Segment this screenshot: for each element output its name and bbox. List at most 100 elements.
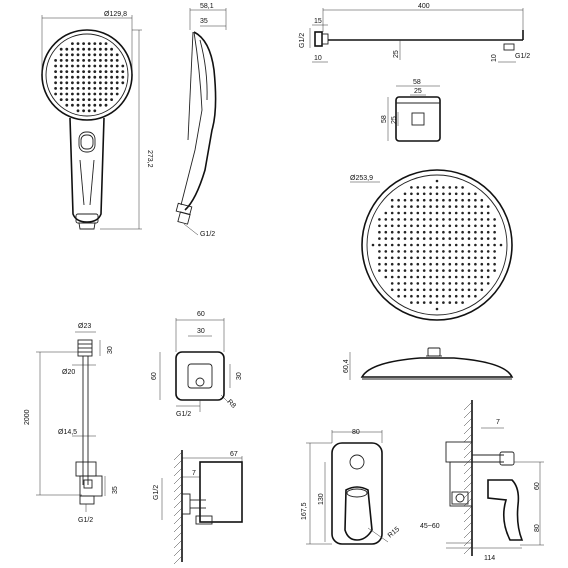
nozzle-hole bbox=[486, 256, 490, 260]
nozzle-hole bbox=[397, 218, 400, 221]
nozzle-hole bbox=[410, 205, 413, 208]
nozzle-hole bbox=[467, 256, 471, 260]
nozzle-hole bbox=[93, 75, 97, 79]
nozzle-hole bbox=[435, 186, 439, 189]
nozzle-hole bbox=[461, 205, 464, 208]
nozzle-hole bbox=[448, 192, 452, 196]
nozzle-hole bbox=[416, 301, 420, 304]
outlet-thread-label: G1/2 bbox=[176, 411, 191, 418]
nozzle-hole bbox=[429, 218, 432, 221]
hatch-line bbox=[173, 539, 183, 549]
nozzle-hole bbox=[474, 294, 477, 298]
nozzle-hole bbox=[403, 288, 407, 292]
nozzle-hole bbox=[384, 237, 388, 240]
nozzle-hole bbox=[461, 237, 464, 240]
nozzle-hole bbox=[435, 256, 439, 260]
nozzle-hole bbox=[384, 230, 388, 234]
nozzle-hole bbox=[499, 243, 503, 247]
nozzle-hole bbox=[454, 192, 458, 196]
nozzle-hole bbox=[403, 243, 407, 247]
nozzle-hole bbox=[461, 288, 464, 292]
nozzle-hole bbox=[429, 211, 432, 215]
nozzle-hole bbox=[429, 294, 432, 298]
nozzle-hole bbox=[480, 256, 484, 260]
wall-hatching bbox=[173, 451, 183, 565]
nozzle-hole bbox=[442, 250, 445, 253]
nozzle-hole bbox=[448, 230, 452, 234]
nozzle-hole bbox=[486, 269, 490, 272]
nozzle-hole bbox=[371, 243, 375, 247]
nozzle-hole bbox=[416, 205, 420, 208]
nozzle-hole bbox=[82, 103, 85, 107]
nozzle-hole bbox=[422, 301, 426, 304]
nozzle-hole bbox=[76, 64, 80, 68]
nozzle-hole bbox=[474, 218, 477, 221]
nozzle-hole bbox=[448, 237, 452, 240]
nozzle-hole bbox=[474, 250, 477, 253]
nozzle-hole bbox=[467, 198, 471, 202]
nozzle-hole bbox=[422, 186, 426, 189]
mixer-side-60-label: 60 bbox=[534, 482, 541, 490]
nozzle-hole bbox=[448, 218, 452, 221]
nozzle-hole bbox=[403, 211, 407, 215]
outlet-radius-label: R8 bbox=[226, 398, 237, 409]
nozzle-hole bbox=[435, 282, 439, 285]
nozzle-hole bbox=[390, 282, 394, 285]
nozzle-hole bbox=[104, 92, 108, 96]
nozzle-hole bbox=[474, 275, 477, 279]
nozzle-hole bbox=[99, 64, 102, 68]
nozzle-hole bbox=[429, 237, 432, 240]
nozzle-hole bbox=[121, 64, 125, 68]
nozzle-hole bbox=[65, 59, 69, 62]
nozzle-hole bbox=[474, 198, 477, 202]
nozzle-hole bbox=[93, 42, 97, 45]
nozzle-hole bbox=[410, 198, 413, 202]
hatch-line bbox=[173, 547, 183, 557]
nozzle-hole bbox=[467, 218, 471, 221]
nozzle-hole bbox=[384, 256, 388, 260]
nozzle-hole bbox=[435, 192, 439, 196]
wall-outlet-side-view: 67 7 G1/2 bbox=[153, 450, 243, 565]
nozzle-hole bbox=[54, 81, 57, 85]
nozzle-hole bbox=[486, 262, 490, 266]
nozzle-hole bbox=[429, 288, 432, 292]
nozzle-hole bbox=[454, 282, 458, 285]
nozzle-hole bbox=[410, 186, 413, 189]
nozzle-hole bbox=[403, 269, 407, 272]
nozzle-hole bbox=[461, 294, 464, 298]
hatch-line bbox=[173, 555, 183, 565]
nozzle-hole bbox=[65, 53, 69, 57]
nozzle-hole bbox=[429, 230, 432, 234]
hatch-line bbox=[173, 483, 183, 493]
nozzle-hole bbox=[71, 81, 74, 85]
nozzle-hole bbox=[76, 109, 80, 113]
nozzle-hole bbox=[397, 230, 400, 234]
nozzle-hole bbox=[422, 224, 426, 228]
nozzle-hole bbox=[390, 262, 394, 266]
nozzle-hole bbox=[82, 75, 85, 79]
nozzle-hole bbox=[429, 205, 432, 208]
nozzle-hole bbox=[474, 256, 477, 260]
nozzle-hole bbox=[54, 59, 57, 62]
nozzle-hole bbox=[422, 211, 426, 215]
nozzle-hole bbox=[87, 42, 91, 45]
nozzle-hole bbox=[461, 250, 464, 253]
ceiling-flange-view: 58 25 58 25 bbox=[381, 79, 441, 142]
nozzle-hole bbox=[378, 262, 381, 266]
nozzle-hole bbox=[467, 269, 471, 272]
nozzle-hole bbox=[442, 282, 445, 285]
outlet-side-thread-label: G1/2 bbox=[153, 485, 160, 500]
arm-height-label: 25 bbox=[393, 50, 400, 58]
nozzle-hole bbox=[435, 294, 439, 298]
nozzle-hole bbox=[480, 198, 484, 202]
nozzle-hole bbox=[416, 250, 420, 253]
handshower-head-depth-label: 35 bbox=[200, 18, 208, 25]
nozzle-hole bbox=[390, 205, 394, 208]
nozzle-hole bbox=[76, 70, 80, 73]
nozzle-hole bbox=[448, 256, 452, 260]
nozzle-hole bbox=[422, 237, 426, 240]
nozzle-hole bbox=[442, 275, 445, 279]
nozzle-hole bbox=[82, 70, 85, 73]
nozzle-hole bbox=[104, 87, 108, 90]
nozzle-hole bbox=[403, 275, 407, 279]
